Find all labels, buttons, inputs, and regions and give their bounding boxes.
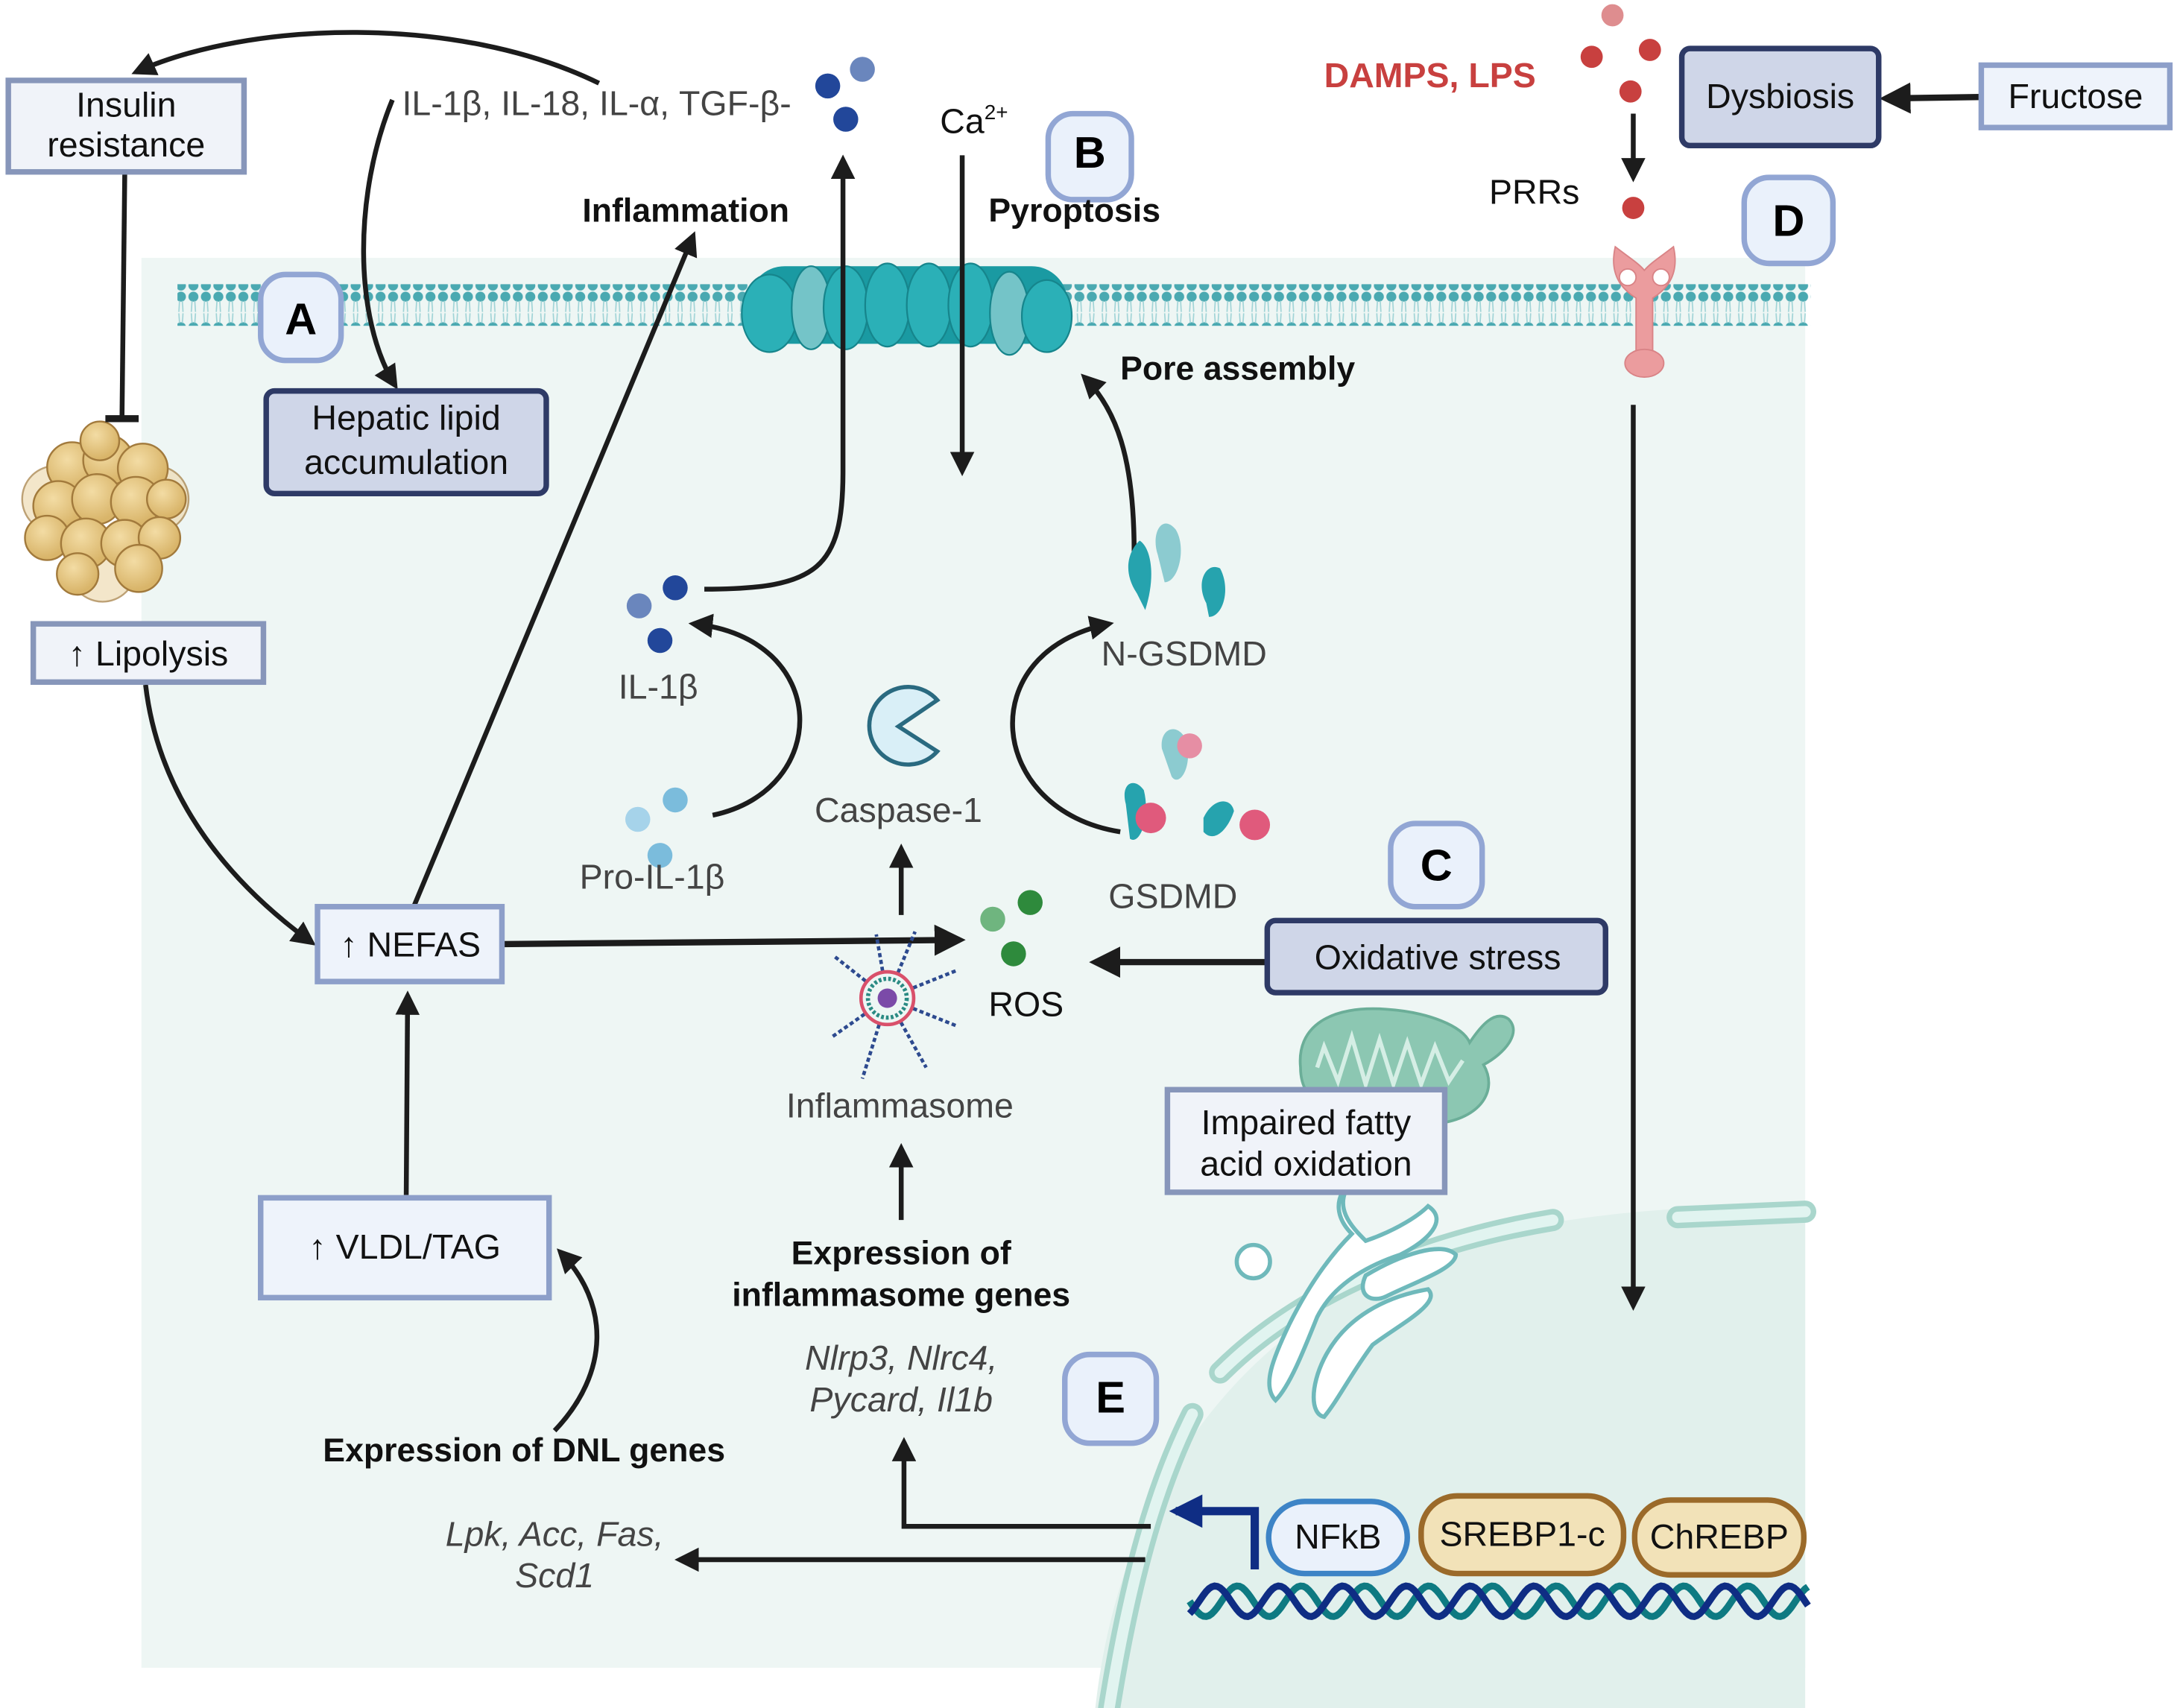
arrow-cytokines-to-insulin — [131, 30, 601, 86]
dnl-genes-2: Scd1 — [515, 1556, 594, 1595]
panel-badge-c: C — [1388, 820, 1485, 910]
arrow-nefas-to-inflammation — [411, 231, 698, 909]
expr-dnl-label: Expression of DNL genes — [323, 1432, 725, 1469]
arrow-lipolysis-to-nefas — [143, 684, 316, 946]
transcription-start-arrow — [1169, 1494, 1260, 1569]
prr-receptor-icon — [1613, 245, 1676, 378]
vldl-tag-box: ↑ VLDL/TAG — [258, 1195, 552, 1301]
panel-label-b: B — [1074, 127, 1106, 177]
panel-badge-e: E — [1062, 1351, 1160, 1446]
calcium-symbol: Ca — [940, 102, 985, 141]
panel-label-a: A — [285, 294, 317, 344]
n-gsdmd-icon — [1128, 523, 1225, 617]
srebp1c-label: SREBP1-c — [1440, 1514, 1605, 1553]
arrow-nefas-to-ros — [502, 924, 966, 956]
lipolysis-label: ↑ Lipolysis — [69, 634, 228, 673]
nucleus — [1095, 1201, 1817, 1708]
prrs-label: PRRs — [1489, 172, 1579, 211]
cytokines-label: IL-1β, IL-18, IL-α, TGF-β- — [402, 83, 791, 122]
arrow-gsdmd-to-ngsdmd — [1010, 616, 1121, 835]
panel-label-e: E — [1096, 1373, 1125, 1423]
il1b-molecules-icon — [626, 575, 688, 654]
gasdermin-pore-icon — [741, 262, 1073, 356]
panel-label-d: D — [1772, 195, 1804, 245]
arrow-dnl-to-vldl — [552, 1248, 600, 1433]
damps-molecules-icon — [1580, 4, 1661, 219]
arrow-proil1b-to-il1b — [688, 613, 803, 818]
nefas-label: ↑ NEFAS — [340, 926, 481, 964]
insulin-resistance-label-1: Insulin — [76, 85, 176, 124]
expr-inflammasome-label-1: Expression of — [791, 1236, 1011, 1272]
inflammasome-icon — [830, 931, 958, 1080]
dysbiosis-label: Dysbiosis — [1706, 77, 1854, 116]
inflammasome-genes-1: Nlrp3, Nlrc4, — [805, 1338, 997, 1377]
impaired-fao-label-1: Impaired fatty — [1201, 1103, 1412, 1142]
hepatic-lipid-label-2: accumulation — [304, 443, 508, 481]
panel-badge-a: A — [258, 271, 344, 364]
panel-badge-d: D — [1741, 174, 1836, 267]
gsdmd-icon — [1124, 729, 1271, 841]
dysbiosis-box: Dysbiosis — [1678, 45, 1882, 149]
expr-inflammasome-label-2: inflammasome genes — [732, 1277, 1070, 1313]
n-gsdmd-label: N-GSDMD — [1102, 634, 1267, 673]
arrows — [105, 30, 1980, 1572]
dna-helix-icon — [1186, 1582, 1811, 1620]
inflammasome-genes-2: Pycard, Il1b — [809, 1380, 993, 1419]
hepatic-lipid-label-1: Hepatic lipid — [312, 399, 500, 437]
oxidative-stress-box: Oxidative stress — [1264, 917, 1608, 996]
dnl-genes-1: Lpk, Acc, Fas, — [446, 1514, 664, 1553]
chrebp-pill: ChREBP — [1631, 1497, 1807, 1578]
il1b-label: IL-1β — [619, 668, 698, 706]
arrow-fructose-to-dysbiosis — [1879, 82, 1980, 114]
srebp1c-pill: SREBP1-c — [1418, 1493, 1627, 1577]
damps-lps-label: DAMPS, LPS — [1324, 56, 1536, 95]
caspase1-icon — [867, 685, 941, 767]
ros-label: ROS — [988, 985, 1064, 1024]
insulin-resistance-box: Insulin resistance — [5, 78, 247, 175]
pyroptosis-label: Pyroptosis — [988, 193, 1160, 230]
cytokine-molecules-icon — [815, 57, 875, 132]
arrow-vldl-to-nefas — [395, 990, 420, 1195]
nefas-box: ↑ NEFAS — [315, 903, 505, 984]
oxidative-stress-label: Oxidative stress — [1315, 937, 1561, 976]
nfkb-label: NFkB — [1295, 1517, 1381, 1556]
arrow-pore-assembly — [1081, 373, 1137, 552]
panel-label-c: C — [1421, 840, 1453, 890]
pro-il1b-molecules-icon — [625, 787, 688, 868]
pore-assembly-label: Pore assembly — [1120, 351, 1355, 388]
panel-badge-b: B — [1045, 110, 1134, 203]
impaired-fao-box: Impaired fatty acid oxidation — [1164, 1087, 1448, 1195]
pro-il1b-label: Pro-IL-1β — [580, 858, 725, 896]
fructose-label: Fructose — [2008, 77, 2143, 116]
arrow-il1b-up — [704, 154, 856, 592]
golgi-apparatus-icon — [1234, 1179, 1459, 1420]
inflammasome-label: Inflammasome — [786, 1086, 1014, 1125]
chrebp-label: ChREBP — [1650, 1517, 1789, 1556]
hepatic-lipid-box: Hepatic lipid accumulation — [263, 388, 549, 497]
arrow-nucleus-to-inflammasome-genes — [891, 1437, 1151, 1529]
calcium-label: Ca2+ — [940, 101, 1008, 141]
adipose-tissue-icon — [21, 420, 190, 603]
nfkb-pill: NFkB — [1265, 1499, 1410, 1577]
inflammation-label: Inflammation — [582, 193, 789, 230]
insulin-resistance-label-2: resistance — [47, 125, 205, 164]
arrow-cytokines-to-hepatic — [361, 98, 398, 390]
ros-molecules-icon — [980, 890, 1043, 967]
impaired-fao-label-2: acid oxidation — [1200, 1145, 1412, 1183]
gsdmd-label: GSDMD — [1108, 877, 1237, 916]
caspase1-label: Caspase-1 — [815, 791, 982, 829]
fructose-box: Fructose — [1978, 62, 2173, 130]
vldl-tag-label: ↑ VLDL/TAG — [309, 1227, 501, 1266]
arrow-insulin-inhibits-adipose — [119, 171, 127, 417]
calcium-charge: 2+ — [985, 101, 1008, 124]
lipolysis-box: ↑ Lipolysis — [30, 621, 267, 686]
